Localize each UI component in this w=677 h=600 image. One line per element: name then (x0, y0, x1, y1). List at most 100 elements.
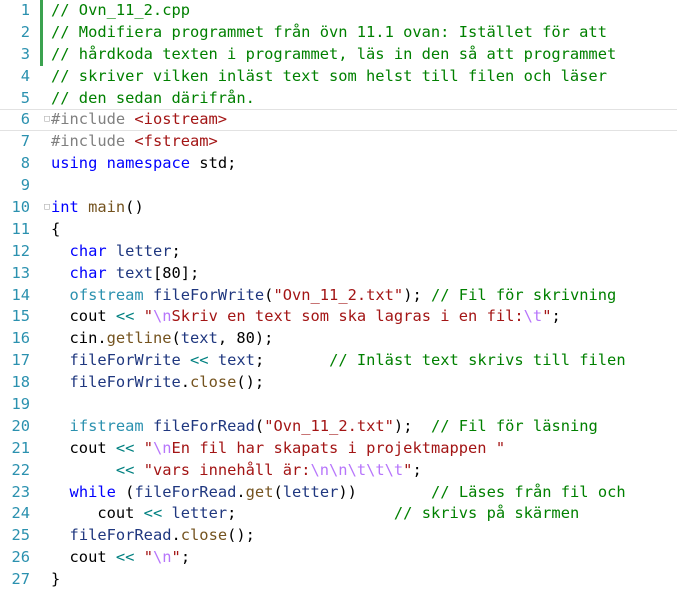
change-marker (40, 0, 43, 22)
code-token: " (143, 548, 153, 567)
line-number: 24 (11, 504, 30, 523)
code-line[interactable]: 11{ (0, 219, 677, 241)
code-token: fileForRead (134, 482, 237, 501)
code-token: while (69, 482, 116, 501)
code-token: ; (171, 241, 181, 260)
code-token (134, 461, 143, 479)
code-token: // skriver vilken inläst text som helst … (51, 66, 607, 85)
code-token: text (180, 329, 218, 348)
code-token: . (180, 373, 191, 392)
code-token: Skriv en text som ska lagras i en fil: (171, 307, 524, 326)
code-token: [80]; (152, 263, 200, 282)
code-token (134, 548, 143, 566)
code-line[interactable]: 16 cin.getline(text, 80); (0, 328, 677, 350)
code-line[interactable]: 13 char text[80]; (0, 263, 677, 285)
code-token (134, 439, 143, 457)
code-token: "vars innehåll är: (143, 460, 311, 479)
line-number: 22 (11, 460, 30, 479)
code-line[interactable]: 6□#include <iostream> (0, 109, 677, 131)
code-token: int (51, 198, 79, 217)
code-text: cin.getline(text, 80); (51, 328, 274, 350)
code-line[interactable]: 22 << "vars innehåll är:\n\n\t\t\t"; (0, 460, 677, 482)
fold-icon[interactable]: □ (44, 114, 50, 125)
code-token: ( (264, 285, 274, 304)
code-token: #include (51, 132, 135, 151)
code-line[interactable]: 21 cout << "\nEn fil har skapats i proje… (0, 438, 677, 460)
code-text: // skriver vilken inläst text som helst … (51, 66, 607, 88)
code-token: ; (180, 548, 191, 567)
code-token: // Ovn_11_2.cpp (51, 1, 190, 19)
code-token: ); (393, 416, 431, 435)
code-line[interactable]: 27} (0, 569, 677, 591)
code-token: // Fil för läsning (431, 416, 598, 435)
code-token (51, 286, 70, 304)
code-token (51, 526, 70, 544)
code-token: namespace (106, 154, 191, 173)
code-line[interactable]: 3// hårdkoda texten i programmet, läs in… (0, 43, 677, 66)
code-line[interactable]: 23 while (fileForRead.get(letter)) // Lä… (0, 482, 677, 504)
code-text: fileForWrite.close(); (51, 372, 265, 394)
line-number: 10 (11, 198, 30, 217)
code-line[interactable]: 14 ofstream fileForWrite("Ovn_11_2.txt")… (0, 285, 677, 307)
line-number: 20 (11, 416, 30, 435)
code-line[interactable]: 25 fileForRead.close(); (0, 525, 677, 547)
code-line[interactable]: 4// skriver vilken inläst text som helst… (0, 66, 677, 88)
code-line[interactable]: 9 (0, 175, 677, 197)
fold-icon[interactable]: □ (44, 202, 50, 213)
code-line[interactable]: 10 □int main() (0, 197, 677, 219)
code-line[interactable]: 24 cout << letter; // skrivs på skärmen (0, 503, 677, 525)
code-token: ifstream (69, 416, 144, 435)
code-token: text (217, 351, 255, 370)
code-line[interactable]: 26 cout << "\n"; (0, 547, 677, 569)
code-line[interactable]: 15 cout << "\nSkriv en text som ska lagr… (0, 306, 677, 328)
code-token: ( (115, 482, 135, 501)
line-number: 14 (11, 285, 30, 304)
code-token: // skrivs på skärmen (393, 504, 580, 523)
code-token: \n (152, 307, 172, 326)
code-token: , 80); (217, 329, 274, 348)
code-line[interactable]: 17 fileForWrite << text; // Inläst text … (0, 350, 677, 372)
code-line[interactable]: 2// Modifiera programmet från övn 11.1 o… (0, 21, 677, 44)
line-number: 19 (11, 395, 30, 414)
code-token (51, 373, 70, 391)
code-token: // Inläst text skrivs till filen (329, 351, 626, 370)
code-line[interactable]: 12 char letter; (0, 241, 677, 263)
line-number: 21 (11, 438, 30, 457)
line-number: 2 (20, 22, 30, 41)
code-text: // den sedan därifrån. (51, 88, 255, 110)
code-token (134, 307, 143, 325)
code-token (51, 461, 116, 479)
code-text: // Ovn_11_2.cpp (51, 0, 190, 22)
code-line[interactable]: 18 fileForWrite.close(); (0, 372, 677, 394)
code-token: fileForWrite (152, 285, 265, 304)
line-number: 25 (11, 526, 30, 545)
line-number: 16 (11, 329, 30, 348)
code-line[interactable]: 19 (0, 394, 677, 416)
code-line[interactable]: 20 ifstream fileForRead("Ovn_11_2.txt");… (0, 416, 677, 438)
code-token: () (125, 198, 144, 217)
code-token (51, 264, 70, 282)
code-token: ); (403, 285, 431, 304)
code-token (79, 198, 88, 216)
code-line[interactable]: 1// Ovn_11_2.cpp (0, 0, 677, 22)
code-token: ; (254, 351, 330, 370)
code-text: fileForWrite << text; // Inläst text skr… (51, 350, 626, 372)
code-text: int main() (51, 197, 144, 219)
code-token: . (171, 526, 181, 545)
line-number: 5 (20, 88, 30, 107)
change-marker (40, 21, 43, 44)
code-line[interactable]: 7#include <fstream> (0, 131, 677, 153)
code-token: (); (227, 526, 255, 545)
code-token: // den sedan därifrån. (51, 88, 255, 107)
line-number: 3 (20, 44, 30, 63)
code-token: letter (115, 241, 172, 260)
code-line[interactable]: 5 // den sedan därifrån. (0, 88, 677, 110)
code-token (144, 417, 153, 435)
code-text: char letter; (51, 241, 181, 263)
code-token: } (51, 570, 61, 589)
line-number: 23 (11, 482, 30, 501)
line-number: 8 (20, 154, 30, 173)
code-token: ofstream (69, 285, 144, 304)
